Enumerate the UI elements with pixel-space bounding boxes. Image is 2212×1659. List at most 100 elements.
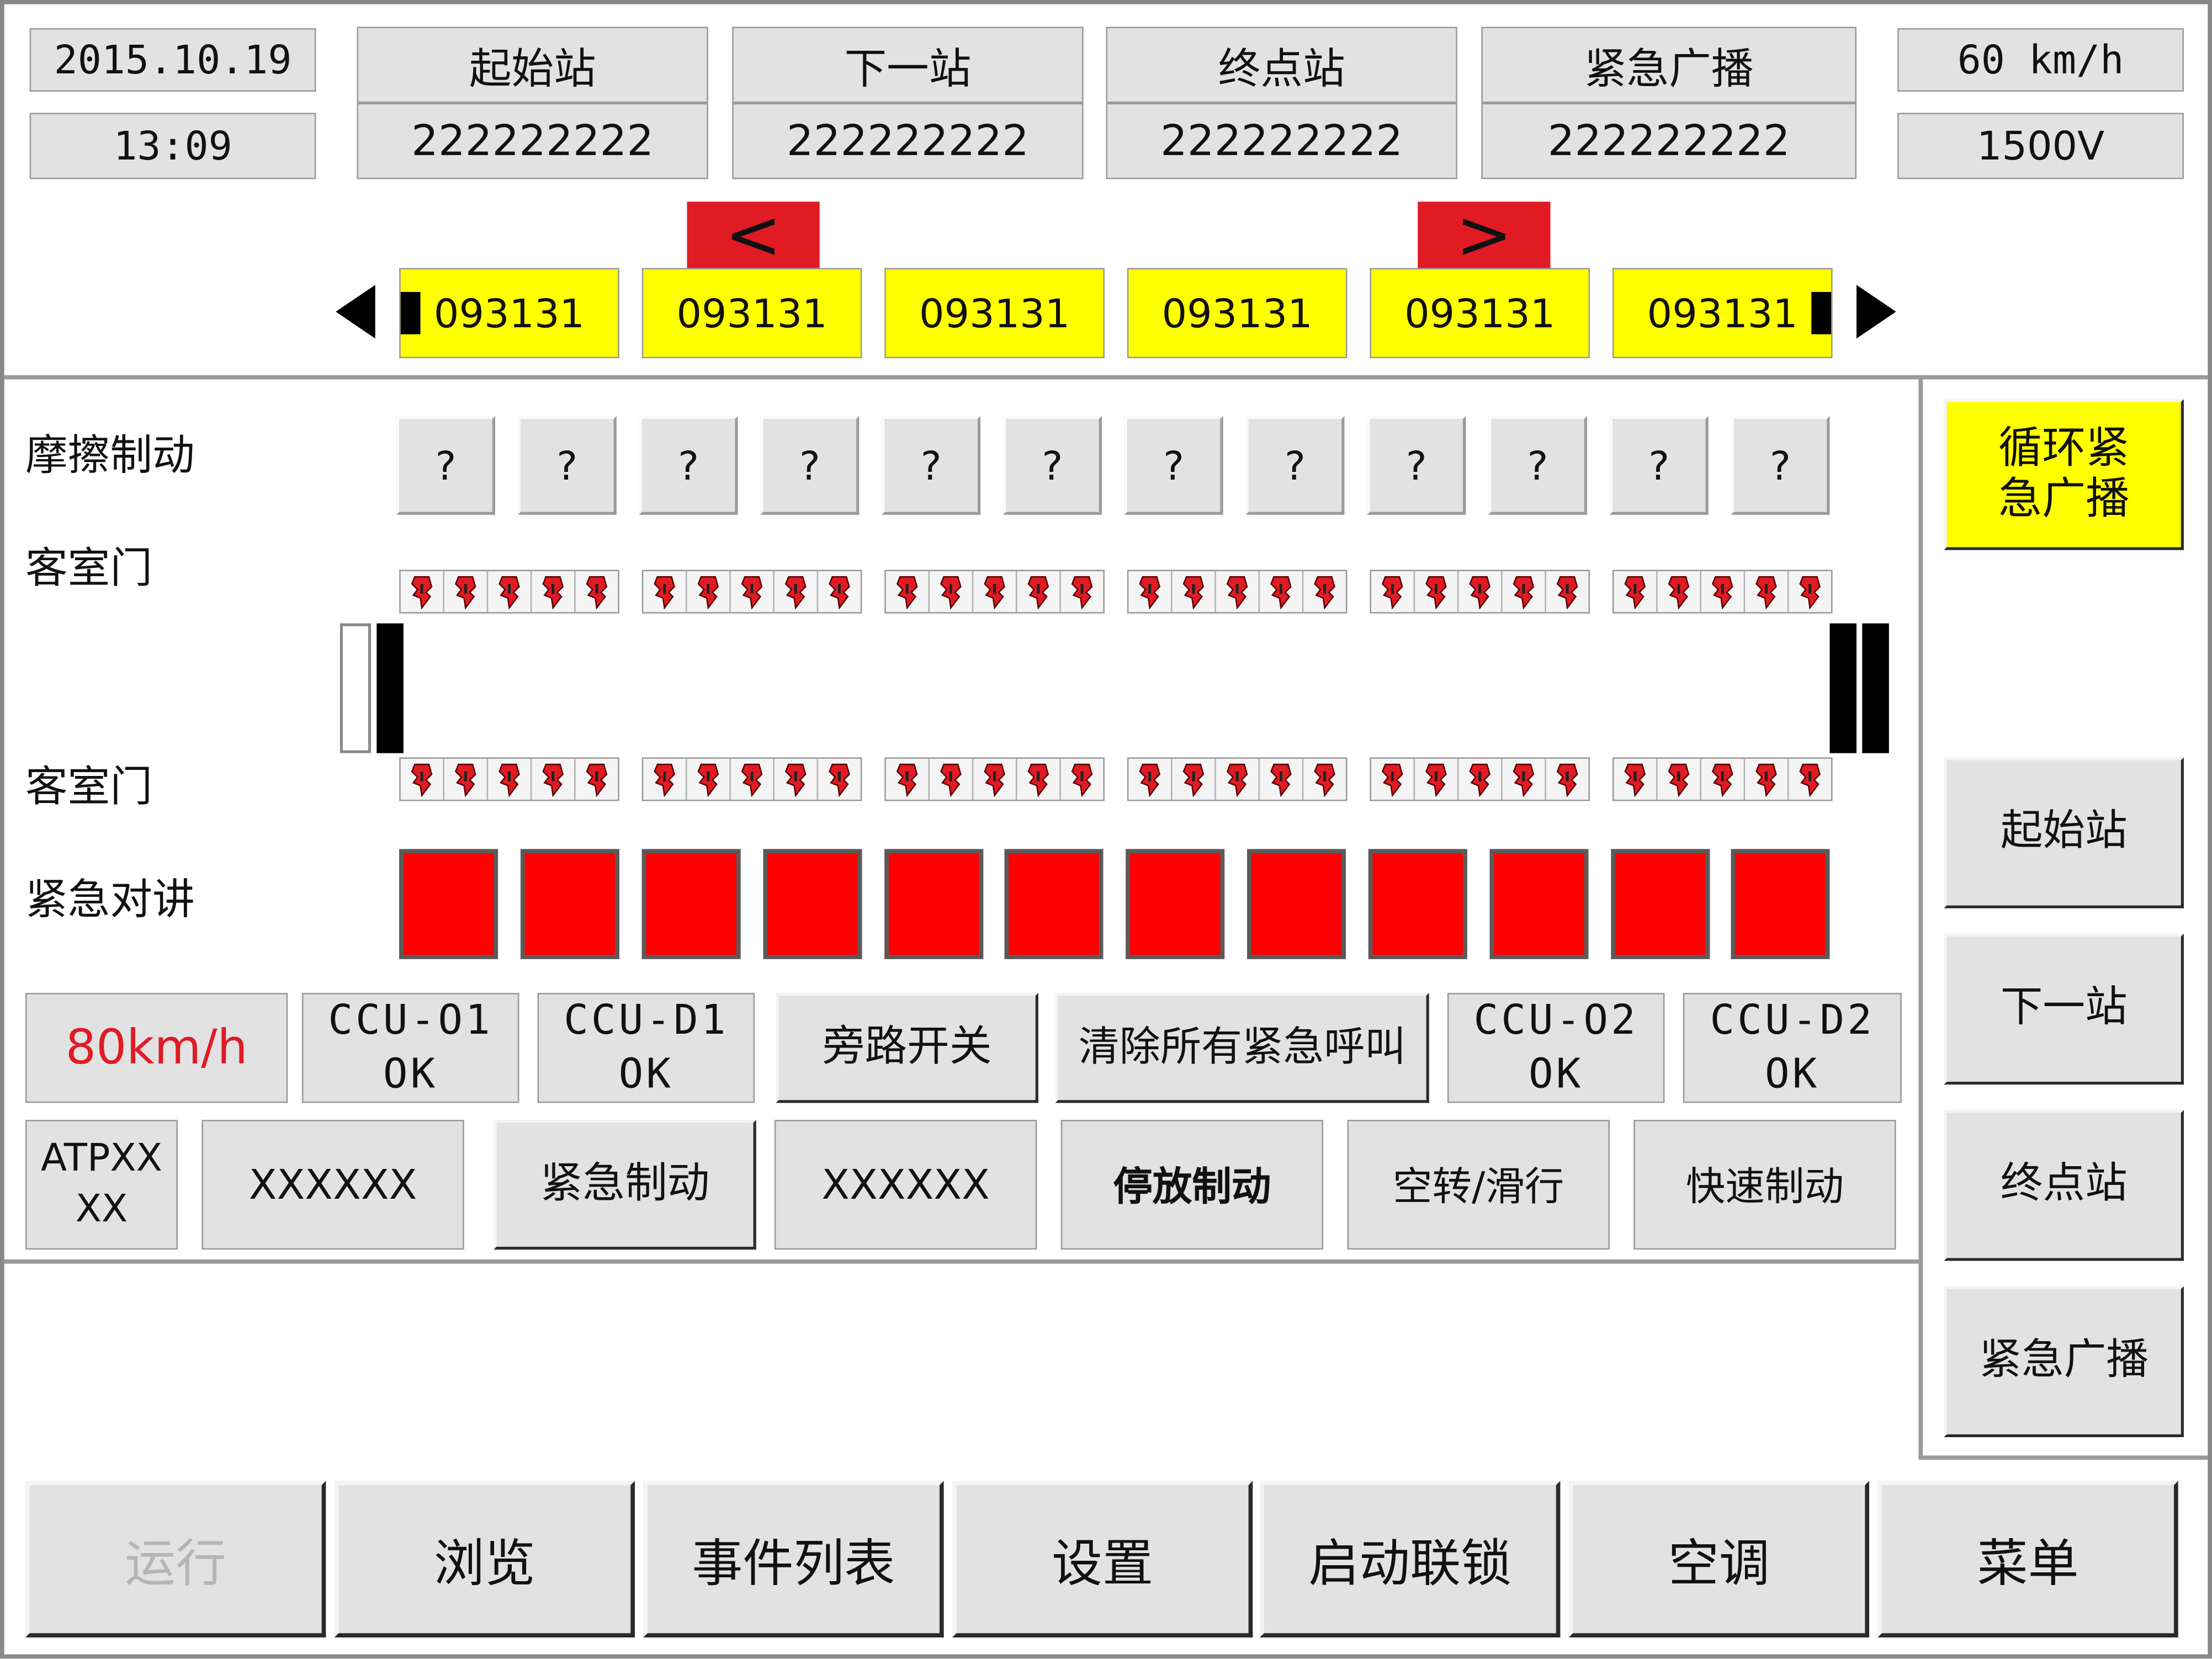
emergency-talk-indicator[interactable] bbox=[399, 849, 498, 959]
door-fault-icon[interactable] bbox=[1173, 571, 1216, 613]
emergency-talk-indicator[interactable] bbox=[1731, 849, 1830, 959]
car-6[interactable]: 093131 bbox=[1612, 268, 1833, 359]
start-station-label: 起始站 bbox=[358, 28, 707, 105]
scroll-right-icon[interactable] bbox=[1854, 282, 1899, 341]
door-fault-icon[interactable] bbox=[687, 571, 731, 613]
door-fault-icon[interactable] bbox=[1745, 571, 1789, 613]
door-fault-icon[interactable] bbox=[1061, 759, 1104, 800]
tab-run[interactable]: 运行 bbox=[25, 1481, 326, 1637]
door-fault-icon[interactable] bbox=[444, 571, 489, 613]
door-fault-icon[interactable] bbox=[576, 571, 618, 612]
emergency-talk-indicator[interactable] bbox=[641, 849, 741, 959]
emergency-talk-indicator[interactable] bbox=[1247, 849, 1346, 959]
tab-browse[interactable]: 浏览 bbox=[334, 1481, 635, 1637]
emergency-talk-indicator[interactable] bbox=[884, 849, 984, 959]
door-fault-icon[interactable] bbox=[1458, 571, 1503, 613]
door-fault-icon[interactable] bbox=[886, 758, 930, 800]
door-fault-icon[interactable] bbox=[687, 758, 731, 800]
door-fault-icon[interactable] bbox=[1216, 571, 1260, 613]
door-fault-icon[interactable] bbox=[1128, 758, 1173, 800]
sidebar-next-station-button[interactable]: 下一站 bbox=[1944, 933, 2184, 1085]
coupler-right-1 bbox=[1829, 623, 1857, 753]
door-fault-icon[interactable] bbox=[1371, 571, 1415, 613]
door-fault-icon[interactable] bbox=[886, 571, 930, 613]
door-fault-icon[interactable] bbox=[1371, 758, 1415, 800]
emergency-talk-indicator[interactable] bbox=[1611, 849, 1710, 959]
door-fault-icon[interactable] bbox=[643, 758, 687, 800]
emergency-talk-indicator[interactable] bbox=[1004, 849, 1104, 959]
door-fault-icon[interactable] bbox=[930, 571, 974, 613]
emergency-talk-indicator[interactable] bbox=[520, 849, 619, 959]
door-fault-icon[interactable] bbox=[1415, 571, 1459, 613]
emergency-brake-button[interactable]: 紧急制动 bbox=[494, 1120, 756, 1250]
door-fault-icon[interactable] bbox=[532, 758, 576, 800]
door-fault-icon[interactable] bbox=[1303, 571, 1346, 612]
door-fault-icon[interactable] bbox=[1614, 758, 1658, 800]
tab-air-conditioning[interactable]: 空调 bbox=[1568, 1481, 1870, 1637]
door-fault-icon[interactable] bbox=[1061, 571, 1104, 612]
door-fault-icon[interactable] bbox=[1789, 571, 1831, 612]
door-fault-icon[interactable] bbox=[973, 758, 1017, 800]
bypass-switch-button[interactable]: 旁路开关 bbox=[776, 993, 1038, 1103]
door-fault-icon[interactable] bbox=[731, 571, 775, 613]
tab-start-interlock[interactable]: 启动联锁 bbox=[1260, 1481, 1561, 1637]
door-fault-icon[interactable] bbox=[1546, 759, 1589, 800]
clear-emergency-calls-button[interactable]: 清除所有紧急呼叫 bbox=[1055, 993, 1429, 1103]
car-3[interactable]: 093131 bbox=[884, 268, 1105, 359]
door-fault-icon[interactable] bbox=[1173, 758, 1216, 800]
door-fault-icon[interactable] bbox=[643, 571, 687, 613]
tab-settings[interactable]: 设置 bbox=[952, 1481, 1253, 1637]
door-fault-icon[interactable] bbox=[1658, 571, 1701, 613]
door-fault-icon[interactable] bbox=[775, 758, 819, 800]
door-fault-icon[interactable] bbox=[1614, 571, 1658, 613]
door-fault-icon[interactable] bbox=[1745, 758, 1789, 800]
door-fault-icon[interactable] bbox=[444, 758, 489, 800]
emergency-talk-indicator[interactable] bbox=[1368, 849, 1467, 959]
door-fault-icon[interactable] bbox=[1789, 759, 1831, 800]
door-fault-icon[interactable] bbox=[488, 758, 532, 800]
sidebar-start-station-button[interactable]: 起始站 bbox=[1944, 757, 2184, 908]
door-fault-icon[interactable] bbox=[818, 571, 861, 612]
door-fault-icon[interactable] bbox=[1546, 571, 1589, 612]
door-fault-icon[interactable] bbox=[1303, 759, 1346, 800]
door-fault-icon[interactable] bbox=[1503, 758, 1546, 800]
door-group bbox=[641, 757, 862, 801]
door-fault-icon[interactable] bbox=[1701, 571, 1746, 613]
scroll-left-icon[interactable] bbox=[333, 282, 378, 341]
door-fault-icon[interactable] bbox=[973, 571, 1017, 613]
door-fault-icon[interactable] bbox=[818, 759, 861, 800]
door-fault-icon[interactable] bbox=[1260, 571, 1304, 613]
door-fault-icon[interactable] bbox=[576, 759, 618, 800]
terminal-station-label: 终点站 bbox=[1107, 28, 1456, 105]
door-fault-icon[interactable] bbox=[1658, 758, 1701, 800]
tab-event-list[interactable]: 事件列表 bbox=[643, 1481, 944, 1637]
ccu-d2-status: CCU-D2 OK bbox=[1683, 993, 1902, 1103]
door-fault-icon[interactable] bbox=[1503, 571, 1546, 613]
door-fault-icon[interactable] bbox=[532, 571, 576, 613]
door-fault-icon[interactable] bbox=[488, 571, 532, 613]
door-fault-icon[interactable] bbox=[731, 758, 775, 800]
car-5[interactable]: 093131 bbox=[1370, 268, 1590, 359]
emergency-talk-indicator[interactable] bbox=[1126, 849, 1225, 959]
door-fault-icon[interactable] bbox=[1128, 571, 1173, 613]
car-1[interactable]: 093131 bbox=[399, 268, 619, 359]
door-fault-icon[interactable] bbox=[1701, 758, 1746, 800]
door-fault-icon[interactable] bbox=[1017, 571, 1061, 613]
door-fault-icon[interactable] bbox=[1017, 758, 1061, 800]
door-fault-icon[interactable] bbox=[930, 758, 974, 800]
cycle-emergency-broadcast-button[interactable]: 循环紧 急广播 bbox=[1944, 399, 2184, 550]
door-fault-icon[interactable] bbox=[1458, 758, 1503, 800]
door-fault-icon[interactable] bbox=[1260, 758, 1304, 800]
sidebar-emergency-broadcast-button[interactable]: 紧急广播 bbox=[1944, 1286, 2184, 1438]
emergency-talk-indicator[interactable] bbox=[1489, 849, 1589, 959]
door-fault-icon[interactable] bbox=[775, 571, 819, 613]
door-fault-icon[interactable] bbox=[1216, 758, 1260, 800]
emergency-talk-indicator[interactable] bbox=[763, 849, 862, 959]
car-4[interactable]: 093131 bbox=[1127, 268, 1348, 359]
car-2[interactable]: 093131 bbox=[641, 268, 862, 359]
tab-menu[interactable]: 菜单 bbox=[1877, 1481, 2178, 1637]
sidebar-terminal-station-button[interactable]: 终点站 bbox=[1944, 1110, 2184, 1261]
door-fault-icon[interactable] bbox=[401, 758, 444, 800]
door-fault-icon[interactable] bbox=[1415, 758, 1459, 800]
door-fault-icon[interactable] bbox=[401, 571, 444, 613]
